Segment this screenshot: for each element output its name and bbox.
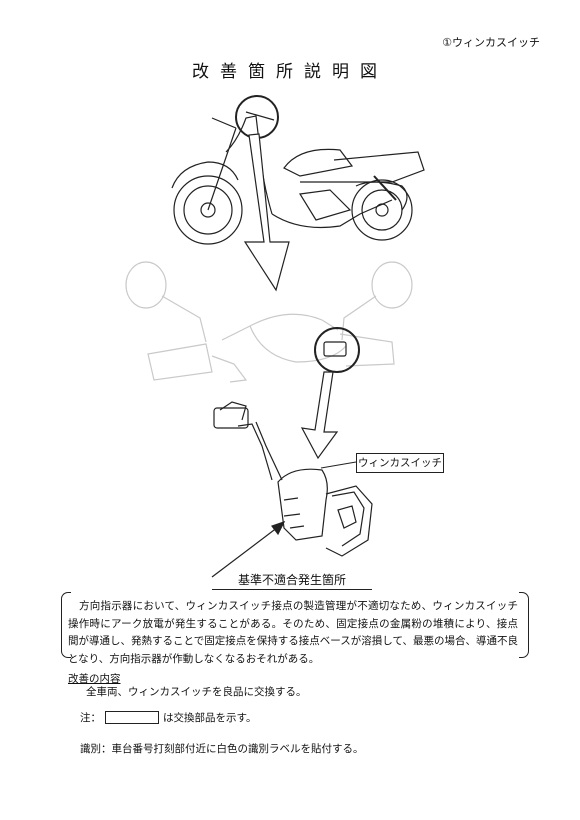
scooter-drawing	[171, 111, 425, 245]
defect-leader-line	[211, 523, 283, 578]
zoom-arrow-lower	[300, 371, 339, 460]
defect-description: 方向指示器において、ウィンカスイッチ接点の製造管理が不適切なため、ウィンカスイッ…	[68, 600, 518, 665]
handlebar-drawing	[125, 261, 413, 383]
handlebar-highlight-circle	[314, 327, 360, 373]
identification-note: 識別：車台番号打刻部付近に白色の識別ラベルを貼付する。	[80, 743, 364, 755]
defect-location-label: 基準不適合発生箇所	[212, 571, 372, 590]
replacement-part-legend-box	[105, 711, 159, 724]
callout-leader-line	[320, 461, 357, 469]
defect-leader-arrowhead	[271, 520, 286, 536]
switch-assembly-drawing	[213, 401, 373, 557]
note-prefix: 注：	[80, 712, 101, 724]
improvement-body: 全車両、ウィンカスイッチを良品に交換する。	[86, 686, 307, 698]
description-bracket-left	[61, 592, 71, 658]
note-suffix: は交換部品を示す。	[163, 712, 257, 724]
note-row: 注： は交換部品を示す。	[80, 710, 256, 725]
improvement-heading: 改善の内容	[68, 673, 121, 685]
winker-switch-callout: ウィンカスイッチ	[356, 453, 444, 473]
page-title: 改善箇所説明図	[192, 62, 388, 82]
scooter-highlight-circle	[235, 95, 279, 139]
description-bracket-right	[519, 592, 529, 658]
document-header-label: ①ウィンカスイッチ	[442, 36, 540, 49]
scooter-illustration	[125, 95, 425, 578]
zoom-arrow-upper	[243, 133, 290, 292]
